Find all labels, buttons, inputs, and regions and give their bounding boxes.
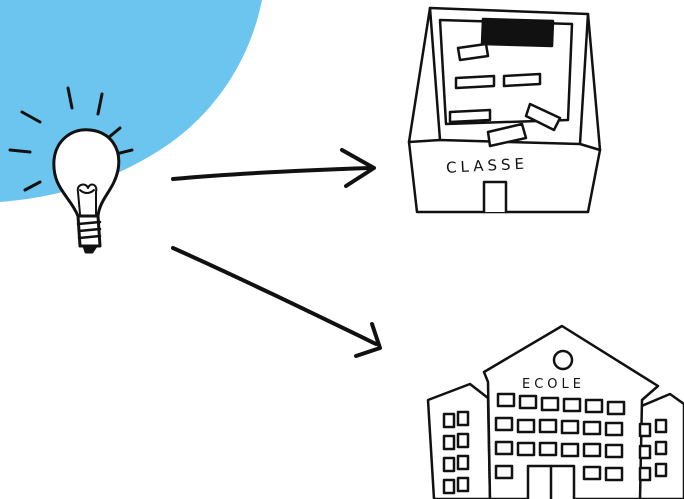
blue-blob xyxy=(0,0,262,202)
school-building-icon xyxy=(428,326,684,499)
ecole-label: ECOLE xyxy=(522,377,585,392)
classroom-icon xyxy=(409,8,600,212)
arrow-right-icon xyxy=(173,248,380,356)
arrow-right-icon xyxy=(173,150,374,186)
